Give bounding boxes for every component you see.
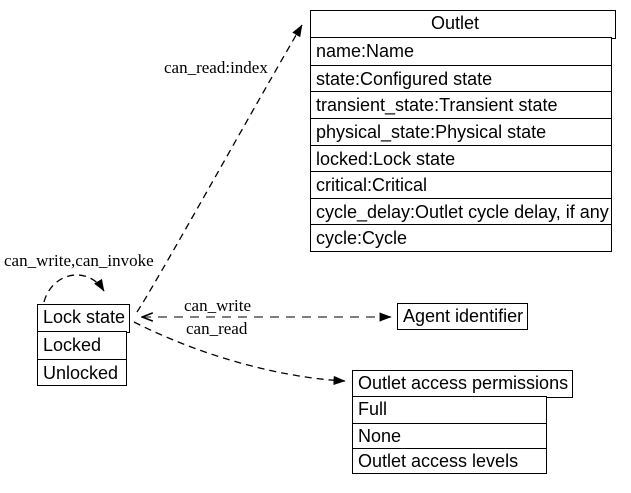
outlet-node-title: Outlet	[310, 10, 616, 39]
permissions-row-full: Full	[358, 399, 388, 420]
permissions-row-none: None	[353, 422, 546, 448]
lock-state-node-title: Lock state	[37, 304, 130, 333]
edge-label-can-write: can_write	[184, 296, 252, 315]
outlet-row-cycle-delay: cycle_delay:Outlet cycle delay, if any	[311, 197, 611, 225]
outlet-node-rows: name:Name state:Configured state transie…	[310, 37, 612, 252]
agent-identifier-node: Agent identifier	[397, 303, 528, 330]
edge-label-can-read: can_read	[186, 319, 248, 338]
edge-can-write-can-invoke-selfloop	[43, 274, 105, 303]
outlet-access-permissions-node-title: Outlet access permissions	[352, 370, 573, 398]
permissions-row-access-levels: Outlet access levels	[353, 447, 546, 473]
outlet-row-transient-state: transient_state:Transient state	[311, 91, 611, 118]
lock-state-row-locked: Locked	[43, 335, 102, 356]
outlet-row-name: name:Name	[316, 41, 415, 62]
lock-state-row-unlocked: Unlocked	[38, 358, 126, 386]
edge-label-can-write-can-invoke: can_write,can_invoke	[4, 251, 154, 270]
outlet-row-cycle: cycle:Cycle	[311, 224, 611, 251]
outlet-row-critical: critical:Critical	[311, 171, 611, 198]
edge-label-can-read-index: can_read:index	[164, 58, 268, 77]
outlet-access-permissions-node-rows: Full None Outlet access levels	[352, 396, 547, 475]
outlet-row-physical-state: physical_state:Physical state	[311, 117, 611, 145]
outlet-row-locked: locked:Lock state	[311, 144, 611, 172]
lock-state-node-rows: Locked Unlocked	[37, 331, 127, 387]
outlet-row-state: state:Configured state	[311, 64, 611, 92]
